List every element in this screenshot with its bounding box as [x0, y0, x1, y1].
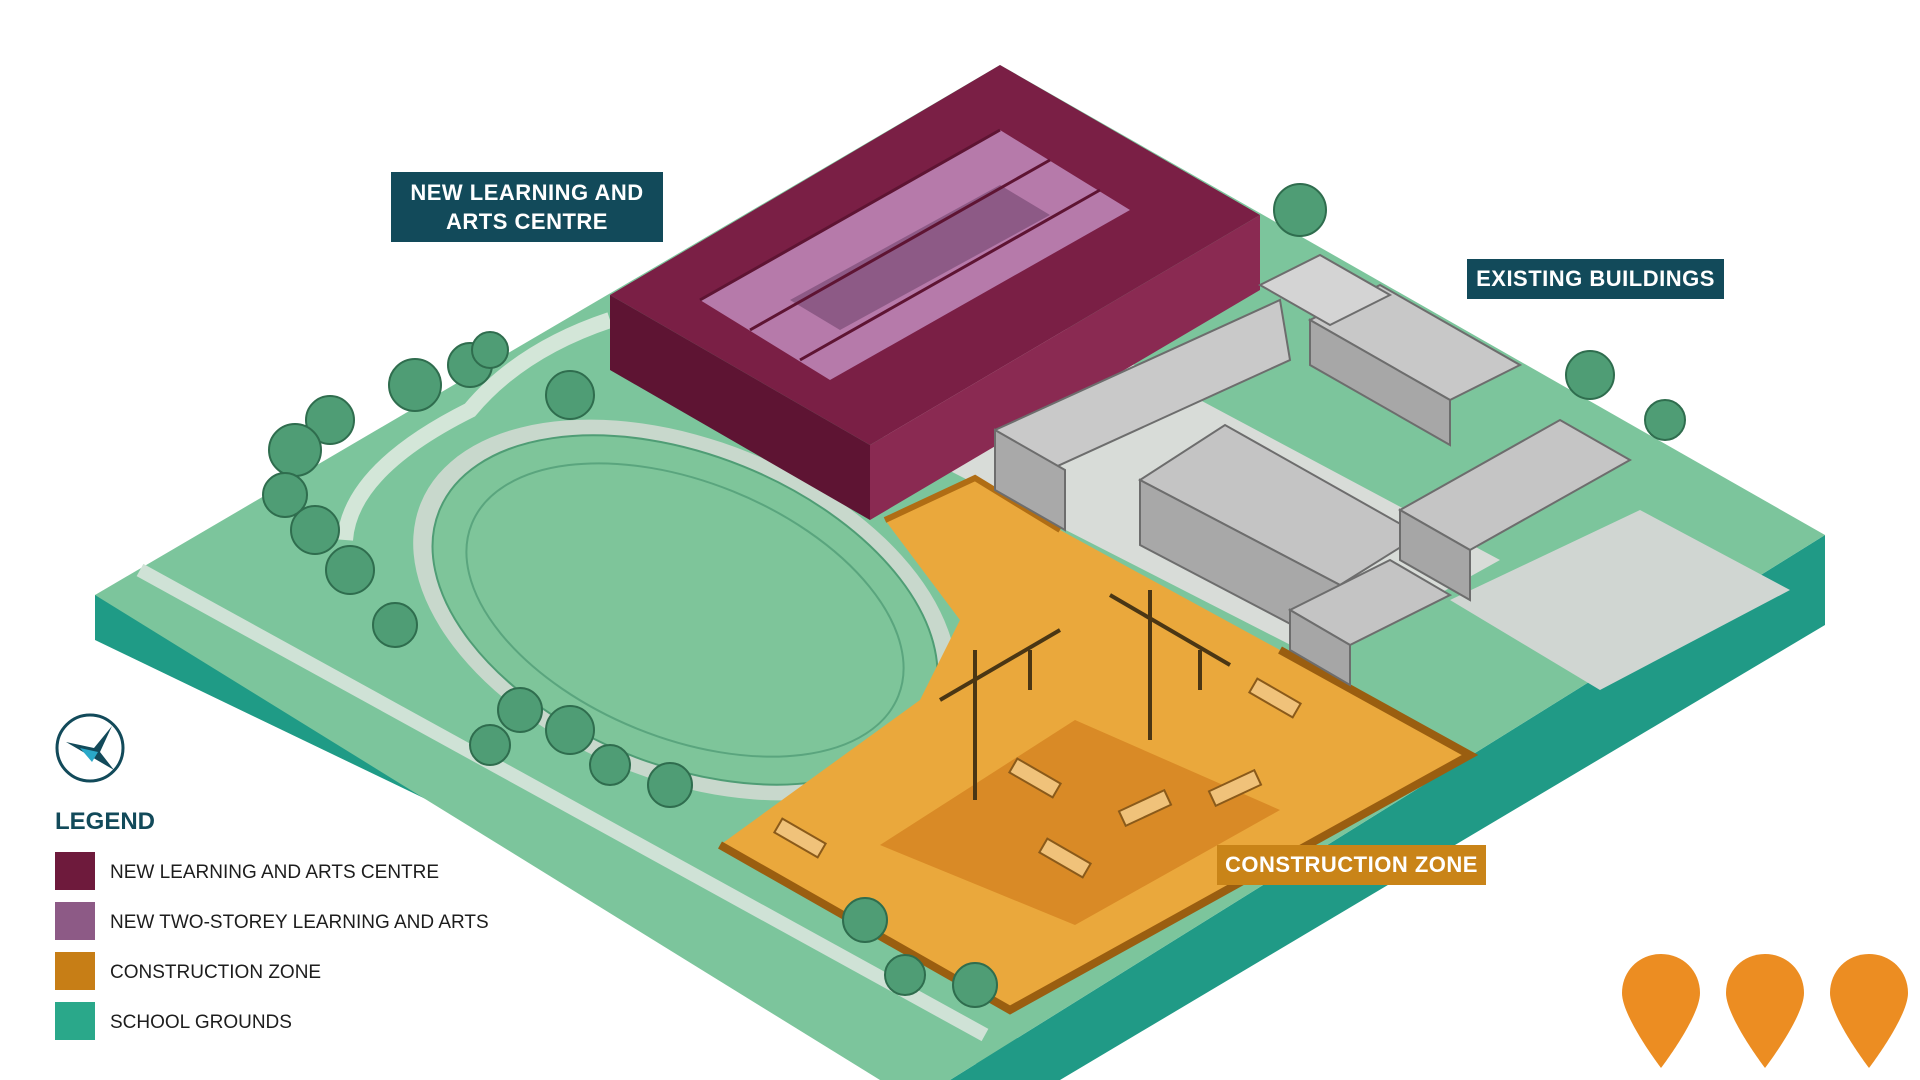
sports-oval-track	[465, 462, 905, 758]
callout-new-learning-arts-centre: NEW LEARNING AND ARTS CENTRE	[391, 172, 663, 242]
legend-item-two-storey: NEW TWO-STOREY LEARNING AND ARTS	[54, 902, 514, 942]
legend-swatch	[55, 1002, 95, 1040]
callout-construction-zone: CONSTRUCTION ZONE	[1217, 845, 1486, 885]
legend-item-construction: CONSTRUCTION ZONE	[54, 952, 514, 992]
legend: LEGEND NEW LEARNING AND ARTS CENTRE NEW …	[54, 712, 514, 1052]
map-pin-icon	[1726, 954, 1804, 1068]
car-park	[1450, 510, 1790, 690]
construction-fence	[883, 474, 1062, 533]
legend-label: SCHOOL GROUNDS	[110, 1012, 292, 1033]
swift-bird-compass-icon	[55, 713, 125, 783]
legend-swatch	[55, 902, 95, 940]
callout-line-2: ARTS CENTRE	[446, 209, 608, 234]
footpath	[136, 563, 989, 1042]
tower-crane-left	[938, 628, 1062, 800]
existing-buildings	[993, 253, 1633, 687]
new-learning-arts-centre	[610, 65, 1260, 520]
legend-title: LEGEND	[55, 808, 156, 835]
legend-label: CONSTRUCTION ZONE	[110, 962, 322, 983]
callout-line-1: NEW LEARNING AND	[410, 180, 644, 205]
map-pin-icon	[1622, 954, 1700, 1068]
legend-swatch	[55, 952, 95, 990]
legend-label: NEW LEARNING AND ARTS CENTRE	[110, 862, 440, 883]
legend-item-new-learning: NEW LEARNING AND ARTS CENTRE	[54, 852, 514, 892]
footpath-curve	[337, 312, 613, 541]
legend-swatch	[55, 852, 95, 890]
material-stacks	[772, 677, 1303, 879]
construction-pad	[880, 720, 1280, 925]
map-pin-icon	[1830, 954, 1908, 1068]
tower-crane-right	[1108, 590, 1232, 740]
legend-item-school-grounds: SCHOOL GROUNDS	[54, 1002, 514, 1042]
trees	[262, 183, 1686, 1008]
legend-label: NEW TWO-STOREY LEARNING AND ARTS	[110, 912, 489, 933]
callout-existing-buildings: EXISTING BUILDINGS	[1467, 259, 1724, 299]
